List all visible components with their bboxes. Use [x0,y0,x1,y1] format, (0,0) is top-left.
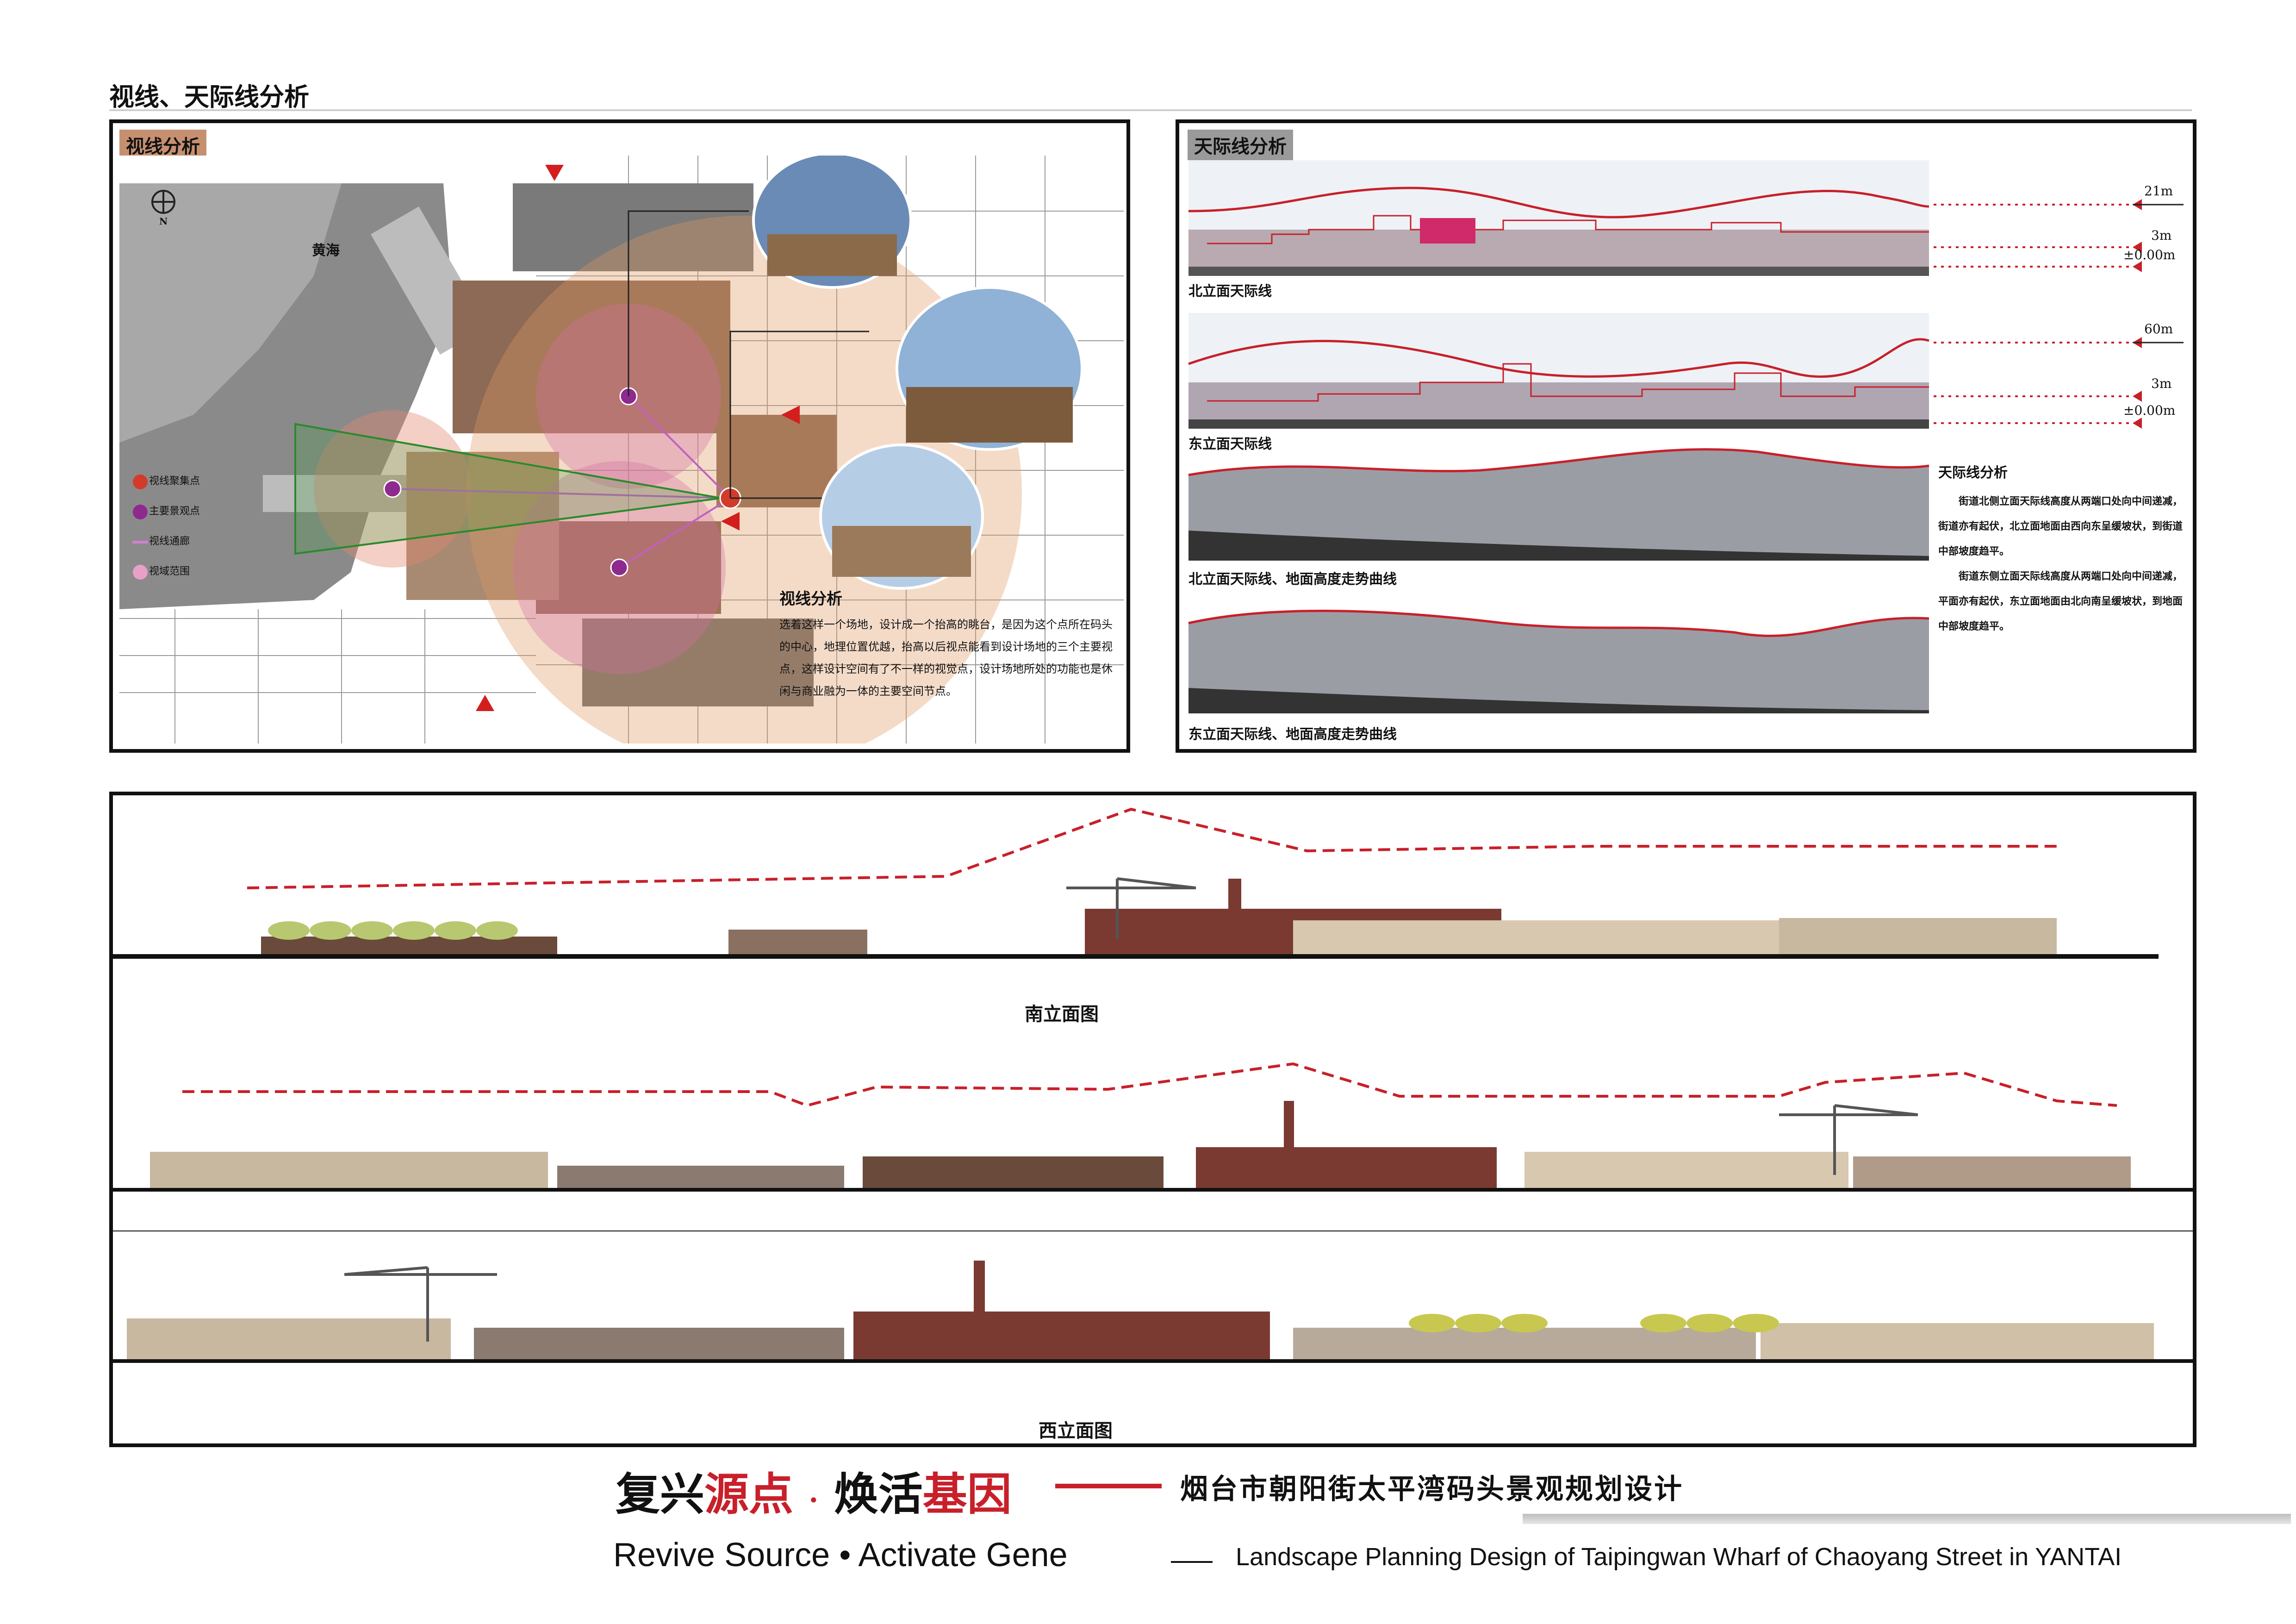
east-outline [1207,363,1929,402]
south-elevation-label: 南立面图 [1025,1003,1099,1025]
north-photo-buildings [1188,230,1929,267]
north-level-0m: ±0.00m [2123,247,2176,262]
sightline-analysis-text: 选着这样一个场地，设计成一个抬高的眺台，是因为这个点所在码头的中心，地理位置优越… [779,618,1113,698]
south-skyline-dashed-2 [182,1062,2117,1107]
cn-title-part4: 基因 [922,1468,1012,1520]
west-elevation [113,1230,2193,1363]
skyline-note-title: 天际线分析 [1938,465,2008,481]
legend-swatch-landscape [133,505,148,519]
skyline-tag: 天际线分析 [1188,130,1293,160]
sightline-tag: 视线分析 [119,130,206,160]
main-view-point-west [383,480,402,498]
north-skyline-label: 北立面天际线 [1188,283,1272,300]
green-view-cone [294,423,722,555]
north-symbol-cross [152,191,174,213]
north-skyline-curve [1188,187,1929,219]
south-skyline-dashed-1 [247,807,2061,889]
east-height-line [1188,610,1929,637]
footer-en-title: Revive Source • Activate Gene [613,1537,1068,1574]
east-skyline-curve [1188,338,1929,378]
east-ground-trend [1188,688,1929,713]
south-elevation-2 [113,1062,2193,1192]
north-pink-building [1420,218,1475,244]
cn-title-part2: 源点 [704,1468,793,1520]
legend-item-gather: 视线聚集点 [149,475,200,487]
elevation-panel: 南立面图 [109,792,2196,1447]
footer-cn-title: 复兴源点 · 焕活基因 [616,1458,1012,1523]
north-level-21m: 21m [2144,183,2173,199]
view-corridors [392,395,731,568]
sightline-panel: 视线分析 [109,119,1130,753]
legend: 视线聚集点 主要景观点 视线通廊 视域范围 [149,473,200,593]
sightline-map [119,156,1124,743]
sightline-analysis: 视线分析 选着这样一个场地，设计成一个抬高的眺台，是因为这个点所在码头的中心，地… [779,586,1117,702]
photo-3-ground [832,526,971,577]
legend-item-landscape: 主要景观点 [149,506,200,517]
page-title: 视线、天际线分析 [109,82,309,112]
footer-gray-rule [1523,1514,2291,1524]
cn-title-dot: · [809,1484,819,1517]
footer-red-rule [1055,1484,1162,1488]
west-buildings [127,1261,2154,1360]
east-level-0m: ±0.00m [2123,403,2176,418]
legend-swatch-gather [133,475,148,489]
north-level-3m: 3m [2151,228,2172,243]
legend-item-range: 视域范围 [149,566,190,577]
south-crane-2 [1779,1104,1918,1175]
skyline-panel: 天际线分析 [1176,119,2196,753]
entrance-arrow-south [476,695,494,711]
skyline-graphics [1188,160,2184,713]
sightline-analysis-title: 视线分析 [779,590,842,608]
south-crane-1 [1066,877,1196,939]
legend-swatch-range [133,565,148,580]
east-curve-label: 东立面天际线、地面高度走势曲线 [1188,726,1397,743]
east-level-60m: 60m [2144,321,2173,337]
main-view-point-south [610,558,628,577]
west-elevation-label: 西立面图 [1039,1420,1113,1442]
photo-leaders [628,210,869,499]
north-height-line [1188,448,1929,476]
view-range-main [467,216,1022,743]
east-height-area [1188,611,1929,711]
sea-label: 黄海 [312,243,340,259]
north-level-lines [1934,204,2133,268]
west-trees [1409,1314,1779,1332]
north-photo-ground [1188,267,1929,276]
east-skyline-label: 东立面天际线 [1188,436,1272,452]
entrance-arrow-north [545,165,564,181]
south-buildings-2 [150,1101,2131,1189]
cn-title-part1: 复兴 [616,1468,704,1520]
south-elevation-1 [113,807,2159,959]
skyline-note-para-2: 街道东侧立面天际线高度从两端口处向中间递减，平面亦有起伏，东立面地面由北向南呈缓… [1938,570,2183,632]
north-curve-label: 北立面天际线、地面高度走势曲线 [1188,571,1397,587]
north-label: N [159,216,168,227]
skyline-note: 天际线分析 街道北侧立面天际线高度从两端口处向中间递减，街道亦有起伏，北立面地面… [1938,461,2188,639]
north-height-area [1188,449,1929,558]
entrance-arrow-east-1 [781,406,800,424]
footer-en-subtitle: Landscape Planning Design of Taipingwan … [1236,1543,2122,1571]
skyline-note-para-1: 街道北侧立面天际线高度从两端口处向中间递减，街道亦有起伏，北立面地面由西向东呈缓… [1938,495,2183,557]
entrance-arrow-east-2 [721,512,740,531]
footer-cn-subtitle: 烟台市朝阳街太平湾码头景观规划设计 [1180,1473,1684,1505]
cn-title-part3: 焕活 [834,1468,923,1520]
sea-highlight [119,183,342,443]
west-crane [344,1266,497,1342]
east-photo-ground [1188,419,1929,429]
photo-1-ground [767,234,897,276]
north-ground-trend [1188,531,1929,561]
photo-2-ground [906,387,1073,443]
east-level-lines [1934,342,2133,424]
south-buildings-1 [261,879,2057,955]
east-level-3m: 3m [2151,376,2172,391]
title-rule [109,109,2192,111]
footer-en-dash [1171,1561,1213,1563]
legend-item-corridor: 视线通廊 [149,536,190,547]
south-trees-1 [268,921,518,940]
